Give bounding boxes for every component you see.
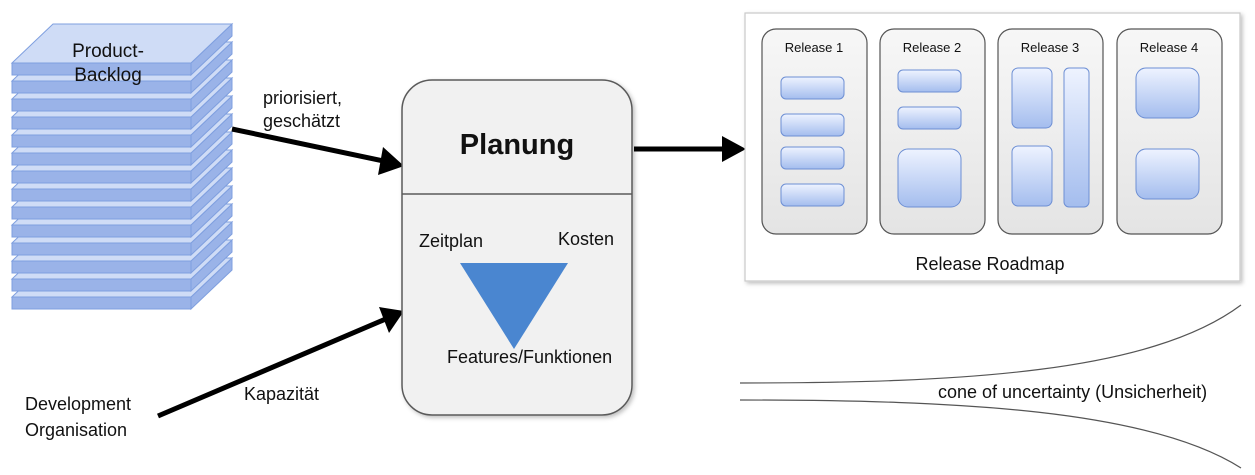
backlog-sheet-edge	[11, 152, 192, 166]
release-item	[780, 113, 845, 137]
release-2-label: Release 2	[903, 40, 962, 55]
planning-box	[401, 79, 633, 416]
schedule-label: Zeitplan	[419, 231, 483, 251]
release-item	[1011, 145, 1053, 207]
release-column-1	[761, 28, 868, 235]
release-item	[1135, 148, 1200, 200]
release-4-label: Release 4	[1140, 40, 1199, 55]
backlog-sheet-edge	[11, 188, 192, 202]
release-item	[897, 69, 962, 93]
release-item	[780, 76, 845, 100]
arrow-development-to-planning	[157, 307, 404, 419]
prioritized-label-line2: geschätzt	[263, 111, 340, 131]
features-label: Features/Funktionen	[447, 347, 612, 367]
backlog-sheet-edge	[11, 260, 192, 274]
arrow-backlog-to-planning	[231, 126, 404, 175]
cone-of-uncertainty-curves	[739, 304, 1242, 469]
triangle-icon	[460, 263, 568, 349]
backlog-title-line1: Product-	[72, 41, 144, 62]
release-item	[1063, 67, 1090, 208]
backlog-title-line2: Backlog	[74, 65, 142, 86]
release-item	[1011, 67, 1053, 129]
release-item	[1135, 67, 1200, 119]
backlog-sheet-edge	[11, 116, 192, 130]
backlog-sheet-edge	[11, 134, 192, 148]
prioritized-label-line1: priorisiert,	[263, 88, 342, 108]
backlog-sheet-edge	[11, 206, 192, 220]
backlog-sheet-edge	[11, 224, 192, 238]
development-label-line2: Organisation	[25, 420, 127, 440]
release-1-label: Release 1	[785, 40, 844, 55]
roadmap-label: Release Roadmap	[915, 254, 1064, 274]
release-item	[780, 146, 845, 170]
product-backlog-stack	[10, 22, 234, 311]
release-3-label: Release 3	[1021, 40, 1080, 55]
backlog-sheet-edge	[11, 242, 192, 256]
planning-title: Planung	[460, 129, 574, 161]
release-item	[897, 148, 962, 208]
release-item	[780, 183, 845, 207]
backlog-sheet-edge	[11, 296, 192, 310]
arrow-planning-to-roadmap	[634, 136, 746, 162]
backlog-sheet-edge	[11, 278, 192, 292]
backlog-sheet-edge	[11, 170, 192, 184]
capacity-label: Kapazität	[244, 384, 319, 404]
development-label-line1: Development	[25, 394, 131, 414]
release-column-4	[1116, 28, 1223, 235]
release-item	[897, 106, 962, 130]
backlog-top-sheet	[10, 23, 234, 64]
release-column-3	[997, 28, 1104, 235]
cone-label: cone of uncertainty (Unsicherheit)	[938, 382, 1207, 402]
backlog-sheet-edge	[11, 98, 192, 112]
release-column-2	[879, 28, 986, 235]
cost-label: Kosten	[558, 229, 614, 249]
